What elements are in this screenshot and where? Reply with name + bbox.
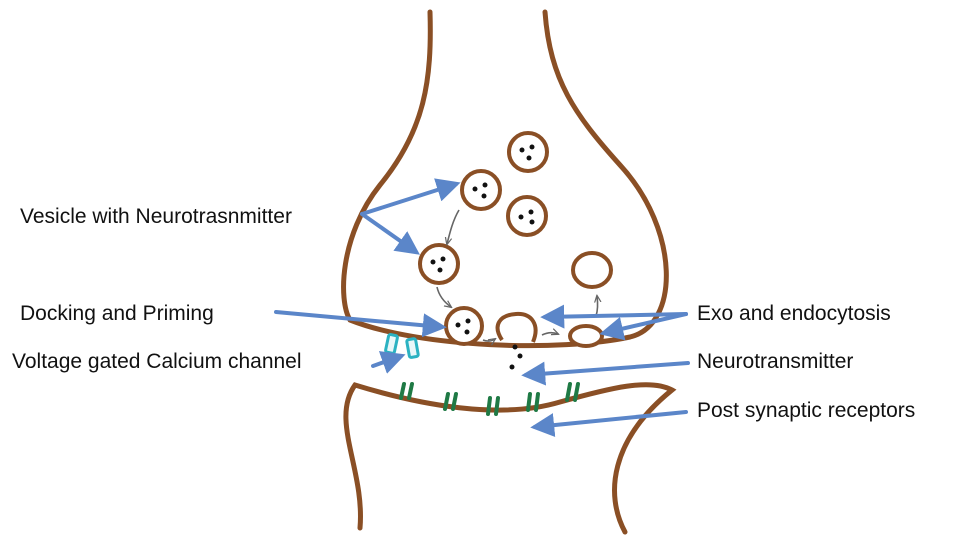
vesicle-docked xyxy=(446,308,482,344)
vesicle-label: Vesicle with Neurotrasnmitter xyxy=(20,205,292,228)
postsynaptic-membrane xyxy=(346,385,672,532)
fusing-vesicle xyxy=(498,314,536,342)
endocytosis-bud xyxy=(570,326,602,346)
presynaptic-membrane xyxy=(344,12,667,346)
exo-endocytosis-label: Exo and endocytosis xyxy=(697,302,891,325)
calcium-channel-label: Voltage gated Calcium channel xyxy=(12,350,302,373)
vesicle-3 xyxy=(508,197,546,235)
vesicle-4 xyxy=(420,245,458,283)
neurotransmitter-label: Neurotransmitter xyxy=(697,350,853,373)
calcium-channel xyxy=(385,334,418,358)
callout-arrows xyxy=(276,184,688,427)
vesicle-arrow-lower xyxy=(362,214,416,252)
neurotransmitter-arrow xyxy=(526,363,688,375)
calcium-arrow xyxy=(373,356,401,366)
receptors-label: Post synaptic receptors xyxy=(697,399,915,422)
exo-arrow-upper xyxy=(545,314,686,317)
vesicle-2 xyxy=(462,171,500,209)
released-neurotransmitter xyxy=(510,345,523,370)
recycled-vesicle xyxy=(573,253,611,287)
postsynaptic-receptors xyxy=(401,384,578,414)
docking-label: Docking and Priming xyxy=(20,302,214,325)
receptors-arrow xyxy=(535,412,686,427)
vesicle-1 xyxy=(509,133,547,171)
